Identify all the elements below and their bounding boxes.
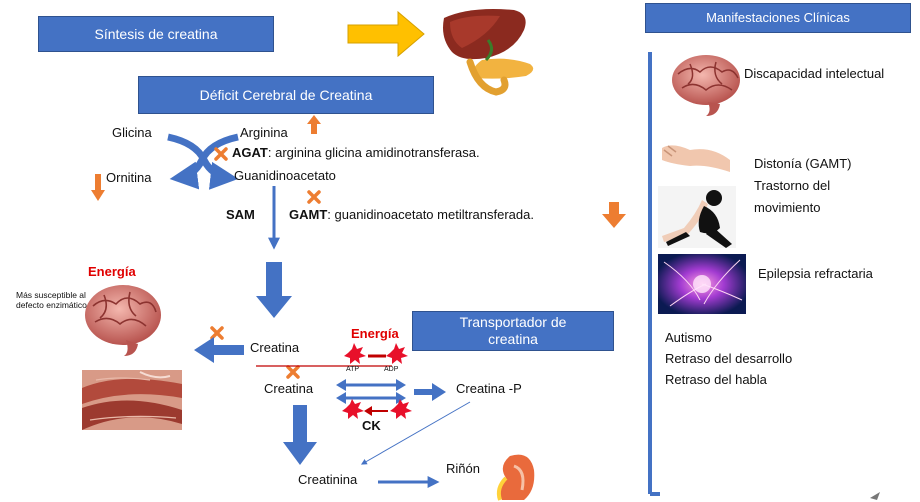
- atp-burst-icon: [344, 343, 366, 364]
- to-tissue-arrow: [194, 337, 244, 363]
- corner-arrow-icon: [870, 492, 880, 500]
- to-creatine-arrow: [256, 262, 292, 318]
- ck-burst-left-icon: [342, 399, 364, 419]
- dancer-icon: [658, 186, 736, 248]
- adp-label: ADP: [384, 366, 399, 373]
- agat-line: AGAT: arginina glicina amidinotransferas…: [232, 145, 480, 161]
- deficit-box: Déficit Cerebral de Creatina: [138, 76, 434, 114]
- ck-exchange-arrow: [336, 392, 406, 404]
- atp-label: ATP: [346, 366, 360, 373]
- arginine-label: Arginina: [240, 125, 288, 140]
- yellow-arrow: [347, 10, 425, 58]
- gamt-x-icon: [307, 190, 321, 204]
- dystonia-label: Distonía (GAMT): [754, 156, 852, 171]
- agat-x-icon: [214, 147, 228, 161]
- deficit-label: Déficit Cerebral de Creatina: [199, 86, 373, 103]
- guanidinoacetate-label: Guanidinoacetato: [234, 168, 336, 183]
- kidney-label: Riñón: [446, 461, 480, 476]
- manifestations-box: Manifestaciones Clínicas: [645, 3, 911, 33]
- arginine-up-arrow: [307, 115, 321, 134]
- creatine-1-label: Creatina: [250, 340, 300, 355]
- ck-burst-right-icon: [390, 399, 412, 419]
- movement-label-2: movimiento: [754, 200, 821, 215]
- brain-x-icon: [210, 326, 224, 340]
- neural-glow-icon: [658, 254, 746, 314]
- transporter-label: Transportador de creatina: [459, 314, 567, 347]
- energy-mid-label: Energía: [351, 326, 399, 341]
- agat-desc: : arginina glicina amidinotransferasa.: [267, 145, 480, 160]
- energy-left-label: Energía: [88, 264, 136, 279]
- movement-label-1: Trastorno del: [754, 178, 831, 193]
- creatine-p-label: Creatina -P: [456, 381, 522, 396]
- glycine-label: Glicina: [112, 125, 152, 140]
- creatine-2-label: Creatina: [264, 381, 314, 396]
- transporter-box: Transportador de creatina: [412, 311, 614, 351]
- agat-abbr: AGAT: [232, 145, 268, 160]
- brain-icon: [85, 285, 161, 356]
- ck-red-arrow: [364, 406, 388, 416]
- synthesis-label: Síntesis de creatina: [94, 25, 218, 42]
- creatine-p-to-creatinine-line: [360, 401, 471, 465]
- gamt-desc: : guanidinoacetato metiltransferada.: [327, 207, 534, 222]
- to-creatine-p-arrow: [414, 383, 446, 401]
- kidney-icon: [496, 454, 535, 501]
- dev-delay-label: Retraso del desarrollo: [665, 351, 793, 366]
- arginine-arrow: [169, 133, 239, 190]
- atp-exchange-arrow: [336, 379, 406, 391]
- to-creatinine-arrow: [283, 405, 317, 465]
- muscle-icon: [82, 370, 182, 430]
- hands-icon: [658, 138, 736, 182]
- ornithine-down-arrow: [91, 174, 105, 201]
- autism-label: Autismo: [665, 330, 712, 345]
- sam-label: SAM: [226, 207, 255, 222]
- intellectual-label: Discapacidad intelectual: [744, 66, 885, 81]
- creatinine-label: Creatinina: [298, 472, 358, 487]
- gamt-abbr: GAMT: [289, 207, 328, 222]
- susceptible-note: Más susceptible al defecto enzimático: [16, 290, 87, 311]
- liver-pancreas-icon: [443, 9, 534, 96]
- ck-label: CK: [362, 418, 381, 433]
- gamt-down-arrow: [602, 202, 626, 228]
- epilepsy-label: Epilepsia refractaria: [758, 266, 873, 281]
- ornithine-label: Ornitina: [106, 170, 152, 185]
- transport-x-icon: [286, 365, 300, 379]
- synthesis-box: Síntesis de creatina: [38, 16, 274, 52]
- manifestations-label: Manifestaciones Clínicas: [706, 10, 850, 26]
- speech-delay-label: Retraso del habla: [665, 372, 767, 387]
- brain-intellectual-icon: [672, 55, 740, 116]
- gamt-line: GAMT: guanidinoacetato metiltransferada.: [289, 207, 534, 223]
- adp-burst-icon: [386, 343, 408, 364]
